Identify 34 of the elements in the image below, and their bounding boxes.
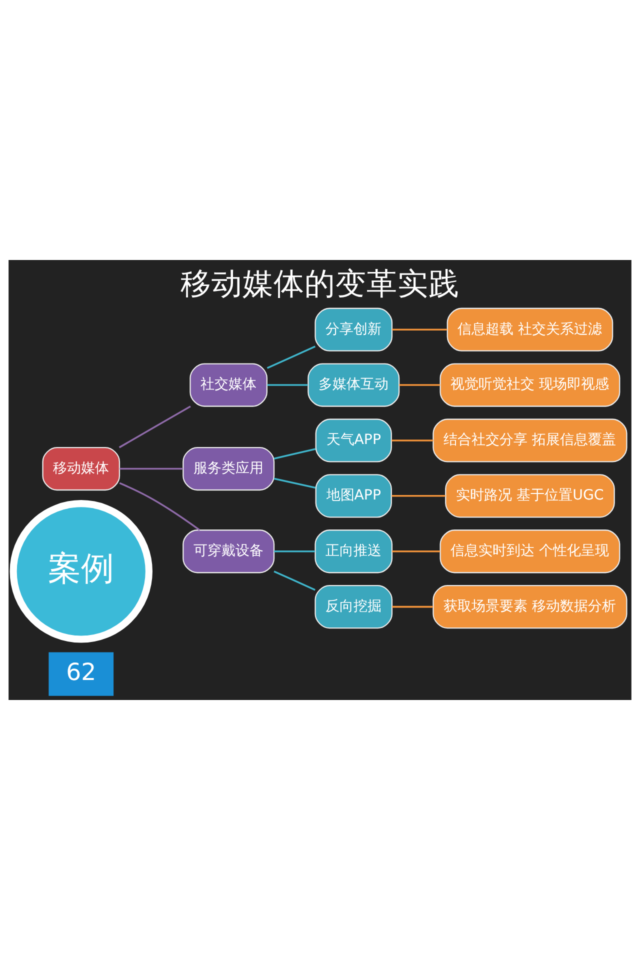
node-box: 信息超载 社交关系过滤: [446, 308, 614, 352]
node-box: 移动媒体: [42, 446, 120, 491]
node-box: 服务类应用: [182, 446, 275, 491]
node-box: 反向挖掘: [314, 584, 393, 629]
node-box: 多媒体互动: [308, 363, 400, 407]
node-box: 实时路况 基于位置UGC: [445, 474, 615, 518]
connector: [274, 478, 316, 489]
connector: [267, 384, 308, 386]
node-box: 天气APP: [315, 418, 392, 462]
node-box: 获取场景要素 移动数据分析: [432, 584, 628, 629]
connector: [392, 550, 440, 552]
node-box: 可穿戴设备: [182, 530, 275, 574]
connector: [392, 606, 433, 608]
connector: [392, 495, 446, 497]
node-box: 视觉听觉社交 现场即视感: [440, 363, 620, 407]
connector: [274, 570, 316, 591]
connector: [392, 440, 434, 442]
connector: [399, 384, 440, 386]
node-circle: 案例: [10, 500, 152, 643]
connector: [120, 468, 183, 470]
connector: [392, 328, 448, 330]
node-box: 分享创新: [314, 308, 393, 352]
node-box: 结合社交分享 拓展信息覆盖: [432, 418, 628, 462]
connector: [274, 448, 316, 460]
connector: [119, 482, 200, 531]
connector: [118, 406, 191, 448]
node-box: 信息实时到达 个性化呈现: [440, 530, 620, 574]
connector: [274, 550, 316, 552]
diagram-title: 移动媒体的变革实践: [180, 266, 460, 302]
node-box: 地图APP: [315, 474, 392, 518]
node-box: 正向推送: [314, 530, 393, 574]
label: 62: [66, 658, 96, 686]
node-box: 社交媒体: [190, 363, 268, 407]
connector: [266, 346, 316, 369]
